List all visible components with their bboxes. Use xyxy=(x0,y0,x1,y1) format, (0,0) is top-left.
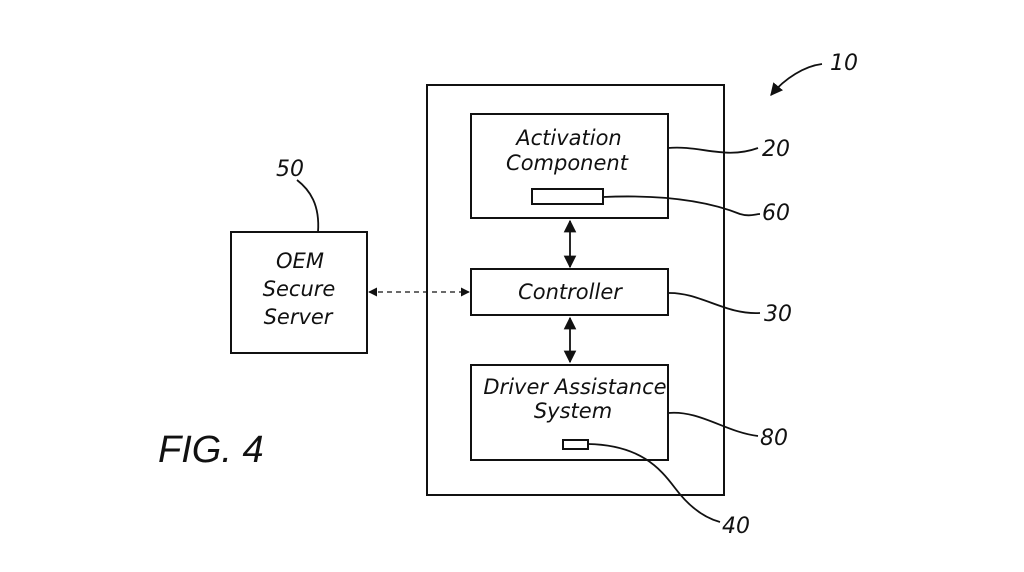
activation-component-label-line1: Activation xyxy=(514,126,622,150)
driver-assistance-ref-number: 80 xyxy=(760,426,788,451)
controller-leader xyxy=(667,292,761,314)
activation-subcomponent-ref-number: 60 xyxy=(762,201,790,226)
controller-box[interactable] xyxy=(470,268,669,316)
driver-assistance-label-line1: Driver Assistance xyxy=(483,375,666,399)
driver-assistance-subcomponent-ref-number: 40 xyxy=(722,514,750,539)
activation-subcomponent xyxy=(531,188,604,205)
activation-subcomponent-leader xyxy=(602,195,761,217)
server-leader xyxy=(296,179,320,233)
controller-label: Controller xyxy=(518,280,623,304)
server-label-line1: OEM xyxy=(276,249,324,273)
system-ref-arrow xyxy=(770,63,823,96)
activation-component-ref-number: 20 xyxy=(762,137,790,162)
oem-secure-server-box[interactable] xyxy=(230,231,368,354)
server-label-line2: Secure xyxy=(263,277,336,301)
system-ref-number: 10 xyxy=(830,51,858,76)
server-ref-number: 50 xyxy=(276,157,304,182)
driver-assistance-leader xyxy=(667,411,759,437)
driver-assistance-label-line2: System xyxy=(534,399,612,423)
driver-assistance-subcomponent-leader xyxy=(587,443,721,523)
activation-component-label-line2: Component xyxy=(506,151,629,175)
figure-caption: FIG. 4 xyxy=(158,429,264,471)
server-label-line3: Server xyxy=(264,305,334,329)
driver-assistance-subcomponent xyxy=(562,439,589,450)
controller-ref-number: 30 xyxy=(764,302,792,327)
activation-component-leader xyxy=(667,146,759,154)
